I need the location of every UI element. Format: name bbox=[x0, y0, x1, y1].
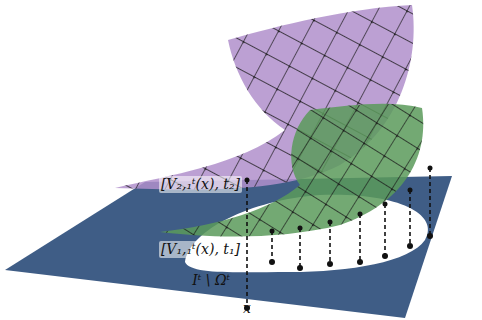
grid-point bbox=[408, 188, 413, 193]
point-label: x bbox=[241, 300, 253, 317]
green-grid bbox=[160, 104, 423, 237]
dashed-projection bbox=[359, 214, 361, 262]
pixel-point bbox=[382, 253, 388, 259]
grid-point bbox=[270, 229, 275, 234]
dashed-projection bbox=[329, 222, 331, 264]
grid-point bbox=[328, 220, 333, 225]
dashed-projection bbox=[384, 204, 386, 256]
grid-point bbox=[358, 212, 363, 217]
dashed-projection bbox=[299, 228, 301, 268]
grid-point bbox=[298, 226, 303, 231]
pixel-point bbox=[427, 233, 433, 239]
region-label: Iᵗ \ Ωᵗ bbox=[190, 272, 232, 289]
pixel-point bbox=[297, 265, 303, 271]
pixel-point bbox=[269, 259, 275, 265]
surface-label: [V₁,₁ᵗ(x), t₁] bbox=[159, 241, 242, 258]
projection-lines bbox=[244, 166, 433, 312]
dashed-projection bbox=[246, 180, 248, 308]
pixel-point bbox=[407, 243, 413, 249]
dashed-projection bbox=[429, 168, 431, 236]
grid-point bbox=[428, 166, 433, 171]
surface-label: [V₂,₁ᵗ(x), t₂] bbox=[159, 176, 242, 193]
grid-point bbox=[245, 178, 250, 183]
dashed-projection bbox=[409, 190, 411, 246]
green-surface bbox=[160, 104, 423, 237]
dashed-projection bbox=[271, 231, 273, 262]
grid-point bbox=[383, 202, 388, 207]
pixel-point bbox=[357, 259, 363, 265]
pixel-point bbox=[327, 261, 333, 267]
